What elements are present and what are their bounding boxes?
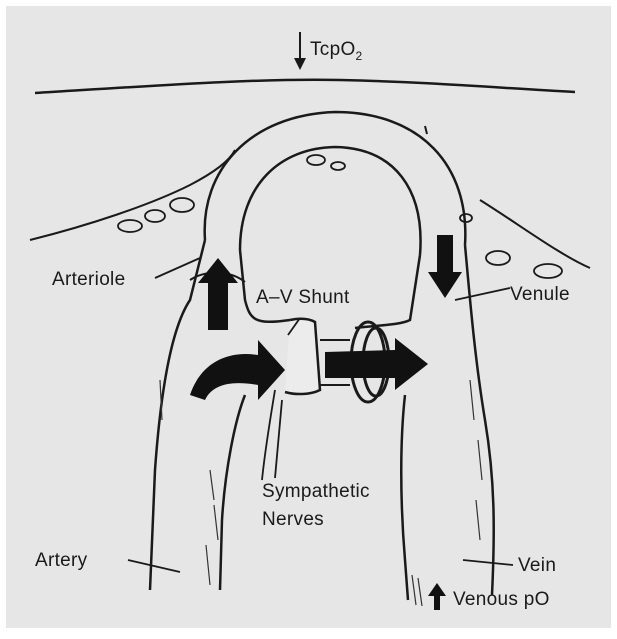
photo-background — [6, 6, 611, 628]
nerves-label: Nerves — [262, 510, 324, 529]
vein-label: Vein — [518, 556, 556, 575]
tcpo2-label: TcpO2 — [310, 40, 363, 62]
sympathetic-label: Sympathetic — [262, 482, 370, 501]
venule-label: Venule — [510, 285, 570, 304]
venous-po-label: Venous pO — [453, 590, 550, 609]
artery-label: Artery — [35, 551, 87, 570]
av-shunt-label: A–V Shunt — [256, 288, 350, 307]
av-shunt-tube — [285, 319, 320, 394]
arteriole-label: Arteriole — [52, 270, 125, 289]
